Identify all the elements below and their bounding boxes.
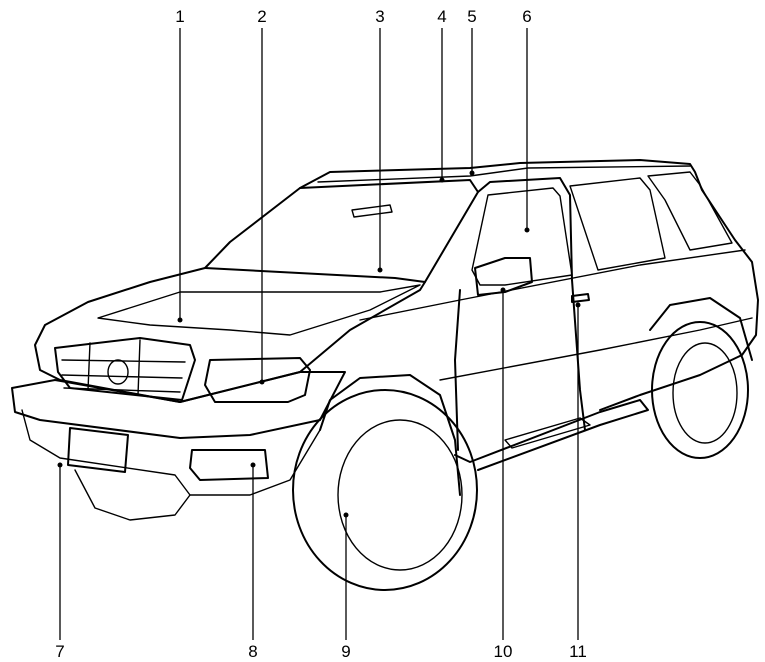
front-under [74,469,191,521]
roof-rail [317,165,691,183]
side-mirror [474,257,533,296]
callout-5: 5 [467,7,476,26]
leader-lines [57,28,581,640]
callout-11: 11 [569,642,587,661]
front-rim [337,419,463,571]
side-sill [454,399,649,471]
door-handle [571,293,590,303]
license-plate [67,427,129,473]
interior-mirror [351,204,393,218]
grille-frame [54,337,196,401]
door-seam-middle [571,279,586,431]
grille-bars [61,339,186,396]
body-crease-lower [439,317,753,381]
door-seam-front [454,289,461,451]
callout-6: 6 [522,7,531,26]
headlight [204,357,311,403]
callout-numbers: 1 2 3 4 5 6 7 8 9 10 11 [55,7,587,661]
callout-10: 10 [494,642,513,661]
roof-outline [299,159,759,411]
hood [34,267,426,403]
front-wheel-arch [319,374,461,496]
grille-emblem [107,359,129,385]
rear-rim [672,342,738,444]
rear-door-window [569,177,666,271]
front-tire [292,389,478,591]
callout-1: 1 [175,7,184,26]
bumper-lower [21,409,321,496]
a-pillar [477,177,573,281]
front-door-window [471,187,573,286]
body-crease [359,249,746,321]
callout-4: 4 [437,7,446,26]
callout-7: 7 [55,642,64,661]
callout-3: 3 [375,7,384,26]
fog-lamp [189,449,269,481]
callout-2: 2 [257,7,266,26]
rear-tire [651,321,749,459]
callout-9: 9 [341,642,350,661]
running-board [504,417,591,449]
rear-quarter-window [647,171,733,251]
rear-wheel-arch [649,297,753,361]
callout-8: 8 [248,642,257,661]
vehicle-body [11,159,759,591]
front-bumper [11,371,346,439]
windshield [204,179,479,283]
hood-panel [97,284,421,336]
